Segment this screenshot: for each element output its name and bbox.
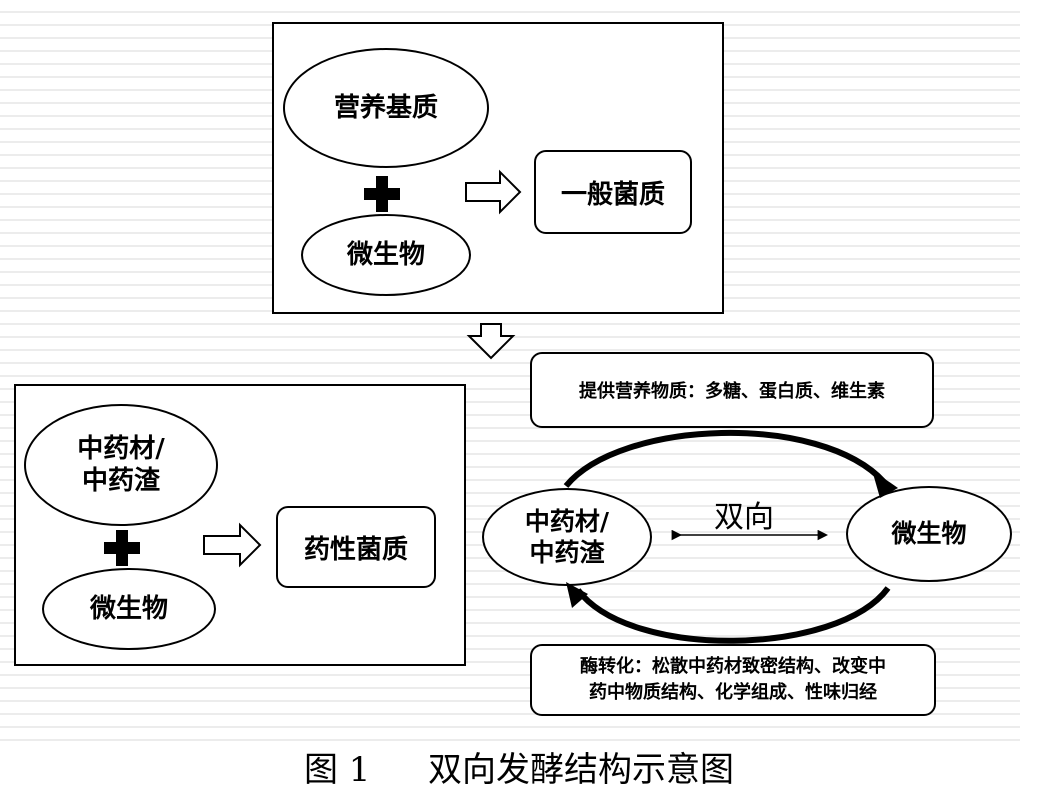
bottom-plus-icon	[104, 530, 140, 566]
cycle-microbe-ellipse: 微生物	[846, 486, 1012, 582]
top-hollow-arrow-icon	[465, 169, 522, 215]
down-hollow-arrow-icon	[466, 323, 516, 360]
nutrient-note-text: 提供营养物质：多糖、蛋白质、维生素	[579, 381, 885, 402]
bidirectional-label: 双向	[664, 492, 824, 536]
bottom-result-box: 药性菌质	[276, 506, 436, 588]
bottom-herb-label: 中药材/ 中药渣	[77, 433, 165, 497]
cycle-top-arc-icon	[563, 430, 887, 488]
cycle-bottom-arc-icon	[575, 586, 891, 644]
enzyme-note-box: 酶转化：松散中药材致密结构、改变中 药中物质结构、化学组成、性味归经	[530, 644, 936, 716]
top-substrate-label: 营养基质	[333, 92, 438, 123]
bottom-result-label: 药性菌质	[303, 534, 408, 565]
cycle-top-arrowhead-icon	[872, 470, 898, 498]
enzyme-note-text: 酶转化：松散中药材致密结构、改变中 药中物质结构、化学组成、性味归经	[580, 655, 886, 703]
top-microbe-label: 微生物	[346, 239, 425, 270]
cycle-herb-label: 中药材/ 中药渣	[524, 506, 610, 567]
bottom-hollow-arrow-icon	[203, 522, 262, 568]
top-microbe-ellipse: 微生物	[301, 214, 471, 296]
caption-figure-number: 图 1	[303, 750, 371, 790]
top-plus-icon	[364, 176, 400, 212]
bottom-herb-ellipse: 中药材/ 中药渣	[24, 404, 218, 526]
nutrient-note-box: 提供营养物质：多糖、蛋白质、维生素	[530, 352, 934, 428]
cycle-bottom-arrowhead-icon	[566, 582, 588, 608]
top-result-label: 一般菌质	[560, 179, 665, 210]
bottom-microbe-ellipse: 微生物	[42, 568, 216, 650]
cycle-microbe-label: 微生物	[891, 519, 967, 549]
top-result-box: 一般菌质	[534, 150, 692, 234]
bottom-microbe-label: 微生物	[89, 593, 168, 624]
cycle-herb-ellipse: 中药材/ 中药渣	[482, 488, 652, 586]
bidirectional-text: 双向	[714, 500, 774, 535]
top-substrate-ellipse: 营养基质	[283, 48, 489, 168]
figure-caption: 图 1 双向发酵结构示意图	[0, 742, 1038, 791]
caption-title: 双向发酵结构示意图	[428, 750, 735, 790]
